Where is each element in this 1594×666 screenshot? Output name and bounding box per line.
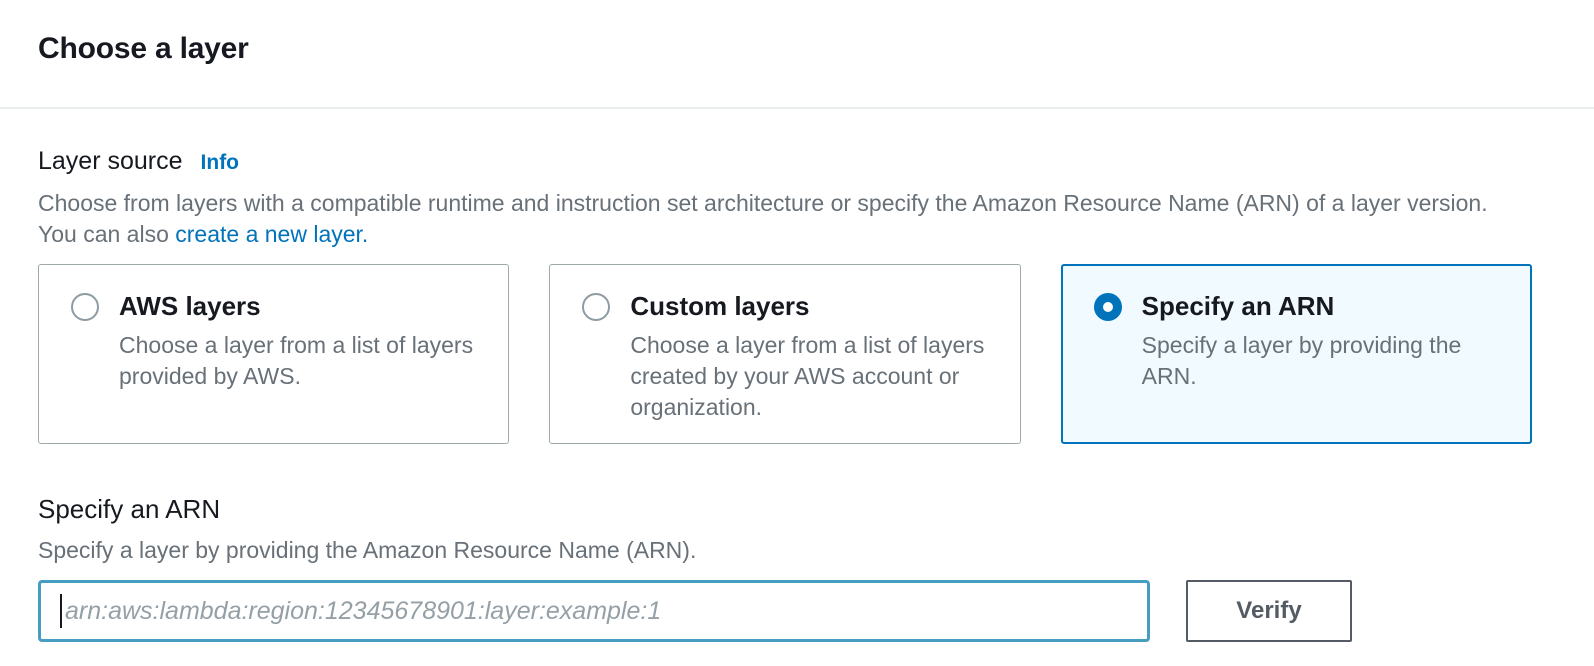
radio-unselected-icon[interactable] — [582, 292, 611, 321]
option-card-custom-layers[interactable]: Custom layers Choose a layer from a list… — [549, 264, 1021, 444]
layer-source-options: AWS layers Choose a layer from a list of… — [38, 264, 1532, 444]
option-card-head: AWS layers — [71, 291, 480, 322]
verify-button[interactable]: Verify — [1186, 580, 1352, 642]
arn-input-wrap — [38, 580, 1150, 642]
layer-source-description-text: Choose from layers with a compatible run… — [38, 190, 1488, 247]
info-link[interactable]: Info — [200, 151, 240, 174]
option-description: Choose a layer from a list of layers cre… — [630, 332, 985, 420]
arn-input[interactable] — [38, 580, 1150, 642]
option-title: Specify an ARN — [1141, 291, 1335, 321]
specify-arn-section: Specify an ARN Specify a layer by provid… — [38, 494, 1532, 642]
specify-arn-description: Specify a layer by providing the Amazon … — [38, 537, 697, 563]
layer-source-description: Choose from layers with a compatible run… — [38, 188, 1508, 250]
panel-content: Layer source Info Choose from layers wit… — [0, 147, 1594, 642]
option-card-head: Specify an ARN — [1093, 291, 1503, 322]
option-card-head: Custom layers — [582, 291, 991, 322]
layer-source-label-row: Layer source Info — [38, 147, 1532, 176]
specify-arn-title: Specify an ARN — [38, 494, 221, 524]
option-card-aws-layers[interactable]: AWS layers Choose a layer from a list of… — [38, 264, 510, 444]
option-title: Custom layers — [630, 291, 810, 321]
panel-header: Choose a layer — [0, 0, 1594, 109]
option-description: Specify a layer by providing the ARN. — [1141, 332, 1462, 389]
text-cursor — [60, 594, 62, 628]
option-card-specify-arn[interactable]: Specify an ARN Specify a layer by provid… — [1060, 264, 1532, 444]
radio-selected-icon[interactable] — [1093, 292, 1122, 321]
page-title: Choose a layer — [38, 32, 249, 65]
option-title: AWS layers — [119, 291, 261, 321]
layer-source-label: Layer source — [38, 147, 183, 175]
arn-input-row: Verify — [38, 580, 1532, 642]
create-new-layer-link[interactable]: create a new layer. — [175, 221, 369, 247]
option-description: Choose a layer from a list of layers pro… — [119, 332, 474, 389]
radio-unselected-icon[interactable] — [71, 292, 99, 321]
